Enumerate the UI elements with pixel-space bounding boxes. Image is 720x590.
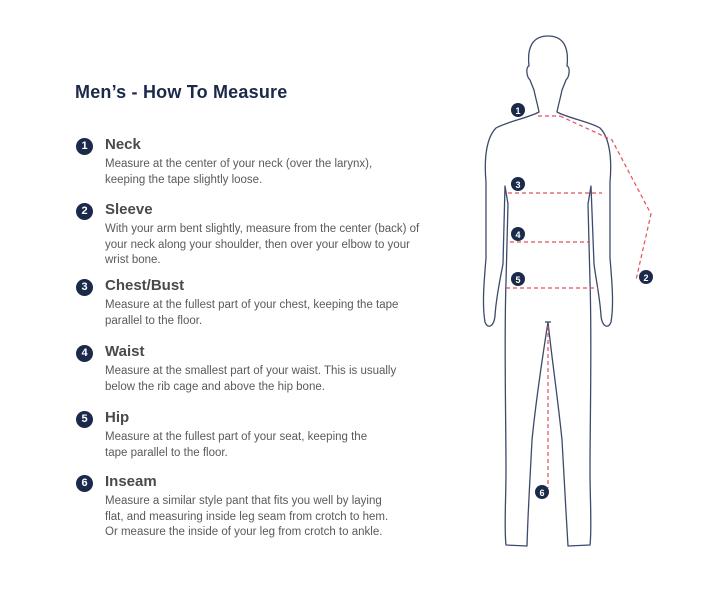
item-heading: Sleeve (105, 201, 153, 218)
item-heading: Chest/Bust (105, 277, 185, 294)
page-title: Men’s - How To Measure (75, 82, 288, 102)
step-number-badge: 6 (76, 475, 93, 492)
figure-marker-2: 2 (639, 270, 653, 284)
item-heading: Neck (105, 136, 141, 153)
svg-text:3: 3 (515, 180, 520, 190)
step-number-badge: 2 (76, 203, 93, 220)
step-number-badge: 4 (76, 345, 93, 362)
item-description: Measure at the fullest part of your seat… (105, 431, 368, 459)
body-figure-illustration: 1 2 3 4 5 6 (482, 35, 653, 547)
svg-text:2: 2 (643, 273, 648, 283)
figure-marker-1: 1 (511, 103, 525, 117)
step-number-badge: 3 (76, 279, 93, 296)
item-heading: Inseam (105, 473, 157, 490)
item-description: Measure a similar style pant that fits y… (105, 495, 389, 538)
step-number-badge: 5 (76, 411, 93, 428)
figure-marker-6: 6 (535, 485, 549, 499)
item-heading: Hip (105, 409, 130, 426)
figure-marker-3: 3 (511, 177, 525, 191)
item-description: Measure at the center of your neck (over… (105, 158, 373, 186)
figure-marker-4: 4 (511, 227, 525, 241)
svg-text:6: 6 (539, 488, 544, 498)
svg-text:4: 4 (515, 230, 520, 240)
item-description: Measure at the fullest part of your ches… (105, 299, 399, 327)
measurement-lines (506, 115, 652, 488)
step-number-badge: 1 (76, 138, 93, 155)
svg-text:5: 5 (515, 275, 520, 285)
svg-text:1: 1 (515, 106, 520, 116)
item-heading: Waist (105, 343, 145, 360)
sleeve-measure-line (559, 115, 652, 281)
item-description: With your arm bent slightly, measure fro… (105, 223, 420, 266)
figure-marker-5: 5 (511, 272, 525, 286)
item-description: Measure at the smallest part of your wai… (105, 365, 397, 393)
